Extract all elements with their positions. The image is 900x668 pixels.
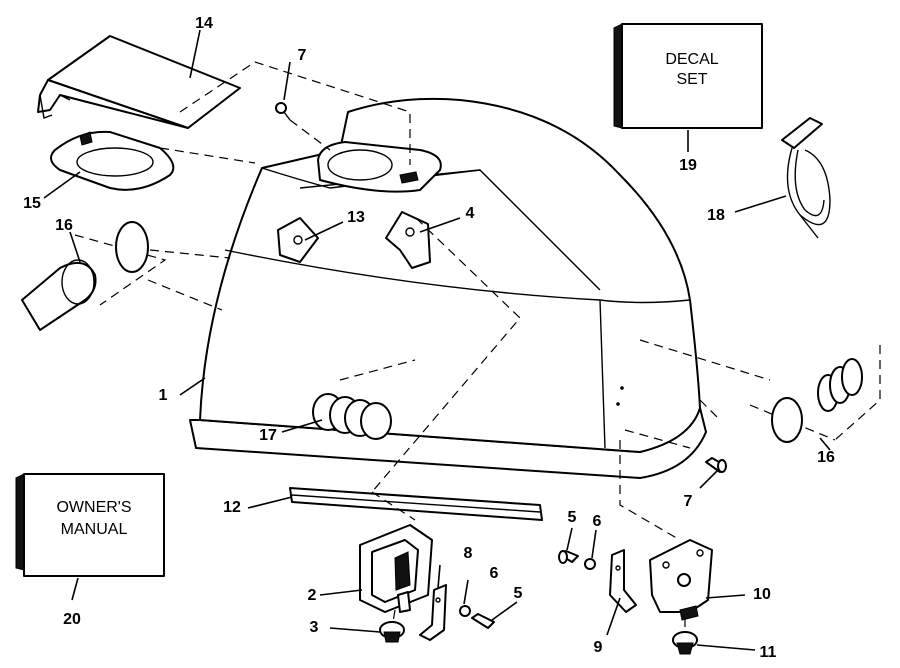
decal-set-line1: DECAL <box>665 51 718 68</box>
label-6-upper: 6 <box>593 513 602 530</box>
bracket-8 <box>419 584 447 641</box>
label-9: 9 <box>594 639 603 656</box>
label-3: 3 <box>310 619 319 636</box>
label-7-right: 7 <box>684 493 693 510</box>
decal-set-right <box>749 345 881 443</box>
label-7-top: 7 <box>298 47 307 64</box>
owners-manual-line2: MANUAL <box>61 521 128 538</box>
decal-set-left <box>21 221 167 331</box>
label-8: 8 <box>464 545 473 562</box>
label-19: 19 <box>679 157 697 174</box>
motor-cover <box>189 97 707 479</box>
label-20: 20 <box>63 611 81 628</box>
part-numbers: 1 2 3 4 5 5 6 6 7 7 8 9 10 11 12 13 14 1… <box>23 15 835 661</box>
bracket-13 <box>277 217 319 263</box>
label-16-right: 16 <box>817 449 835 466</box>
label-11: 11 <box>760 644 777 661</box>
label-15: 15 <box>23 195 41 212</box>
owners-manual-line1: OWNER'S <box>56 499 131 516</box>
label-2: 2 <box>308 587 317 604</box>
screw-5-upper <box>558 550 579 564</box>
assembly-lines <box>147 61 771 630</box>
screw-7-right <box>705 457 727 473</box>
catch-plate <box>649 539 713 621</box>
label-14: 14 <box>195 15 213 32</box>
knob-3 <box>379 621 405 643</box>
label-5-lower: 5 <box>514 585 523 602</box>
seal-strip <box>289 487 543 521</box>
leader-lines <box>43 29 831 651</box>
bracket-4 <box>385 211 431 269</box>
washer-6-upper <box>584 558 596 570</box>
label-5-upper: 5 <box>568 509 577 526</box>
label-13: 13 <box>347 209 365 226</box>
decal-set-box: DECAL SET <box>613 23 763 129</box>
screw-5-lower <box>471 613 495 629</box>
washer-6-lower <box>459 605 471 617</box>
label-1: 1 <box>159 387 168 404</box>
label-16-left: 16 <box>55 217 73 234</box>
label-4: 4 <box>466 205 475 222</box>
top-cover-lid <box>37 35 241 129</box>
latch <box>359 524 433 613</box>
label-17: 17 <box>259 427 277 444</box>
decal-set-line2: SET <box>676 71 707 88</box>
label-6-lower: 6 <box>490 565 499 582</box>
label-10: 10 <box>753 586 771 603</box>
label-18: 18 <box>707 207 725 224</box>
lanyard <box>781 117 831 239</box>
label-12: 12 <box>223 499 241 516</box>
owners-manual-box: OWNER'S MANUAL <box>15 473 165 577</box>
bracket-9 <box>609 549 637 613</box>
screw-7-top <box>275 102 291 121</box>
lid-seal <box>50 130 175 191</box>
knob-11 <box>672 631 698 655</box>
